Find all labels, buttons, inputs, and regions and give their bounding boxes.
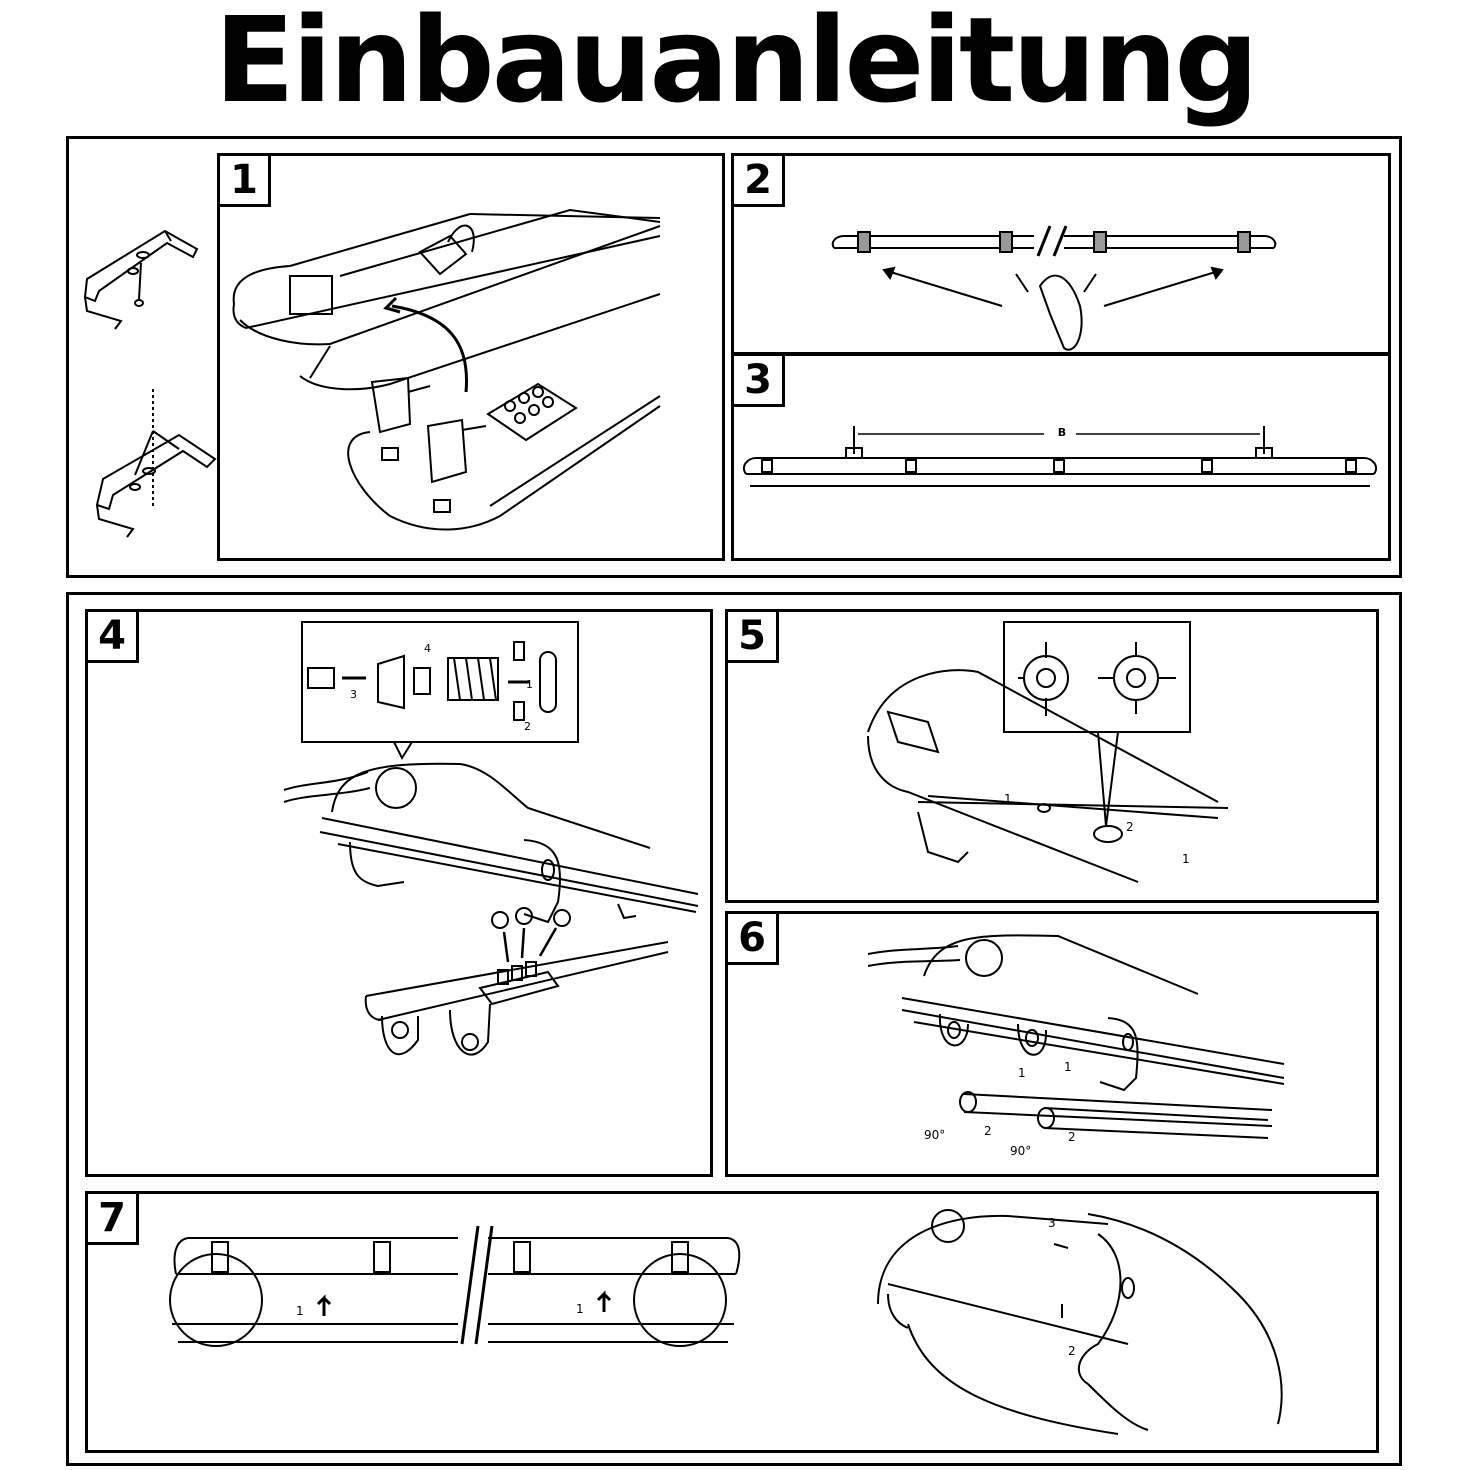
callout-1: 1	[1004, 792, 1012, 806]
rotation-angle: 90°	[924, 1128, 946, 1142]
clip-positions-illustration	[734, 156, 1388, 352]
step-5-panel: 5 1 2 1	[725, 609, 1379, 903]
callout-2b: 2	[1068, 1130, 1076, 1144]
callout-1: 1	[1018, 1066, 1026, 1080]
callout-1: 1	[296, 1304, 304, 1318]
step-number: 7	[88, 1194, 139, 1245]
step-number: 5	[728, 612, 779, 663]
callout-2: 2	[1126, 820, 1134, 834]
open-luminaire-wiring-illustration	[220, 156, 722, 558]
page-title: Einbauanleitung	[214, 0, 1259, 129]
callout-1b: 1	[1064, 1060, 1072, 1074]
callout-1b: 1	[576, 1302, 584, 1316]
step-number: 6	[728, 914, 779, 965]
callout-4: 4	[424, 642, 431, 655]
callout-2: 2	[524, 720, 531, 733]
cover-fastener-illustration	[728, 612, 1376, 900]
bottom-section: 4	[66, 592, 1402, 1466]
step-4-panel: 4	[85, 609, 713, 1177]
step-2-panel: 2	[731, 153, 1391, 355]
step-number: 3	[734, 356, 785, 407]
callout-3: 3	[350, 688, 357, 701]
step-3-panel: 3 B	[731, 353, 1391, 561]
step-number: 4	[88, 612, 139, 663]
step-7-panel: 7 1 1	[85, 1191, 1379, 1453]
callout-2: 2	[984, 1124, 992, 1138]
fixing-distance-illustration	[734, 356, 1388, 558]
step-6-panel: 6 1 1 2 2 90° 90°	[725, 911, 1379, 1177]
callout-3: 3	[1048, 1216, 1056, 1230]
step-number: 1	[220, 156, 271, 207]
step-1-panel: 1	[217, 153, 725, 561]
step-number: 2	[734, 156, 785, 207]
rotation-angle: 90°	[1010, 1144, 1032, 1158]
cable-gland-illustration	[88, 612, 710, 1174]
tube-insertion-illustration	[728, 914, 1376, 1174]
mounting-clips-illustration	[75, 219, 225, 579]
callout-1b: 1	[1182, 852, 1190, 866]
closing-clips-illustration	[88, 1194, 1376, 1450]
callout-1: 1	[526, 678, 533, 691]
top-section: 1 2	[66, 136, 1402, 578]
callout-2: 2	[1068, 1344, 1076, 1358]
dimension-label: B	[1057, 426, 1067, 439]
